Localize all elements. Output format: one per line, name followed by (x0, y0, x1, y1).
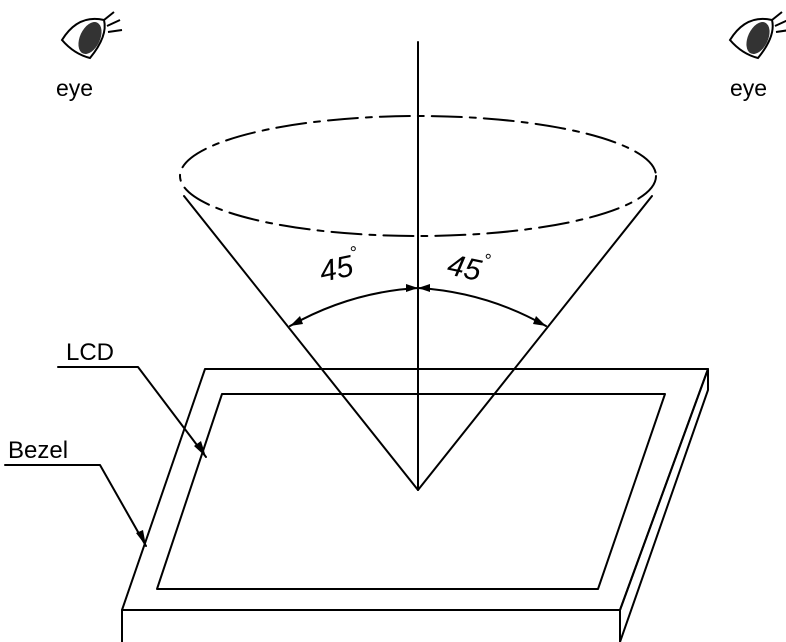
eye-icon (60, 11, 123, 60)
bezel-leader-line (4, 464, 147, 547)
bezel-side-face (619, 368, 709, 642)
eye-label-right: eye (730, 75, 767, 101)
lcd-leader-arrowhead (194, 441, 206, 457)
lcd-leader-line (57, 366, 207, 458)
degree-symbol-right: ° (482, 250, 493, 271)
degree-symbol-left: ° (349, 242, 360, 263)
angle-arc-right (417, 287, 547, 327)
angle-arc-left (289, 287, 419, 327)
arrowhead-left-outer (290, 316, 303, 326)
cone-right-edge (417, 195, 653, 491)
arrowhead-right-outer (533, 316, 546, 326)
eye-label-left: eye (56, 75, 93, 101)
eye-icon (728, 11, 786, 60)
bezel-leader-arrowhead (136, 530, 146, 546)
bezel-label: Bezel (8, 437, 68, 464)
arrowhead-right-inner (418, 284, 430, 292)
viewing-cone-ellipse (179, 115, 657, 237)
arrowhead-left-inner (406, 284, 418, 292)
lcd-screen (156, 393, 666, 590)
lcd-label: LCD (66, 339, 114, 366)
angle-label-right: 45 (445, 249, 485, 288)
cone-left-edge (183, 195, 419, 491)
angle-label-left: 45 (317, 250, 357, 289)
bezel-outer-frame (121, 368, 709, 611)
